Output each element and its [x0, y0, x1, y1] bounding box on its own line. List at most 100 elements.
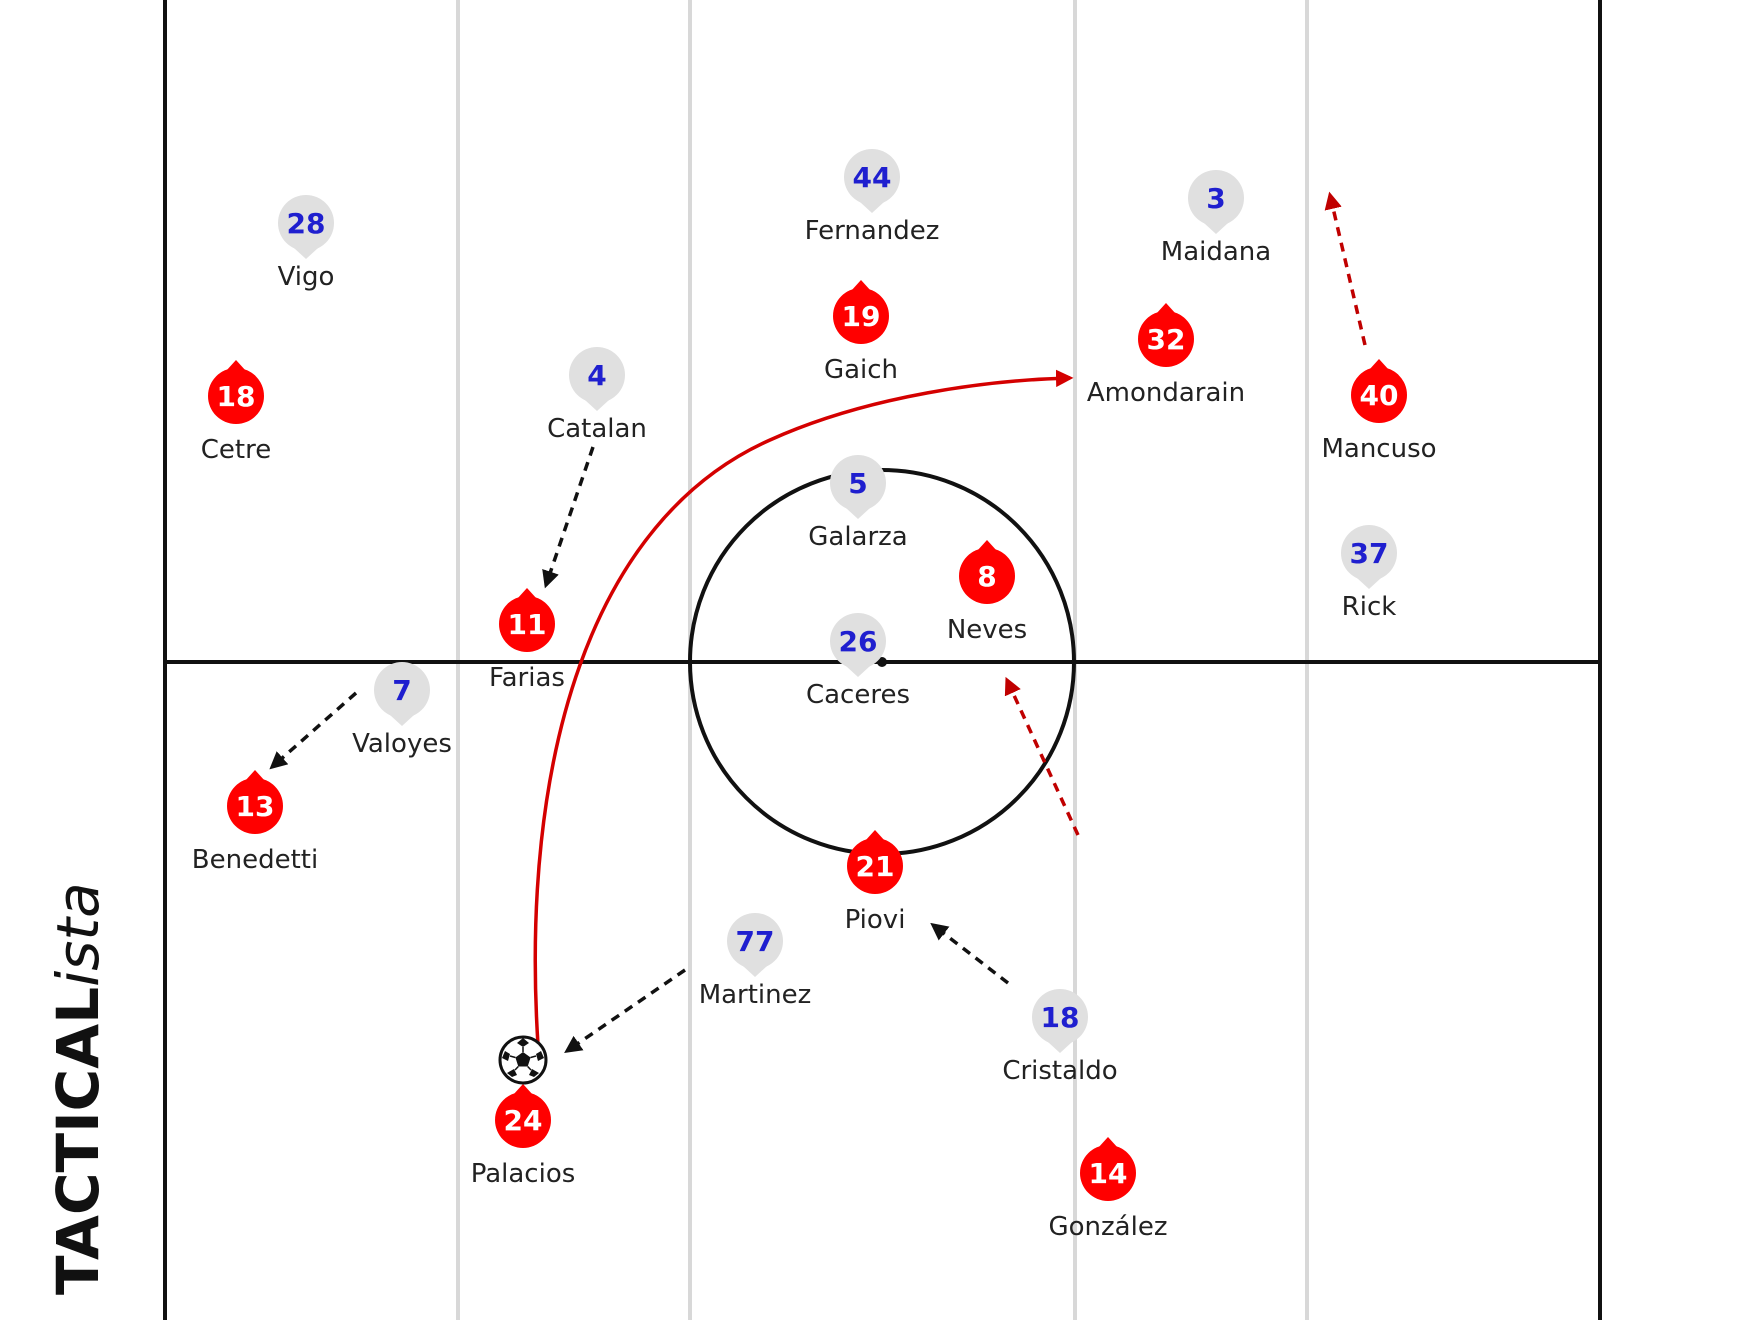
direction-marker-icon — [851, 280, 871, 291]
player-name: Martinez — [699, 980, 812, 1010]
player-name: Cetre — [201, 435, 271, 465]
player-name: Rick — [1342, 592, 1397, 622]
direction-marker-icon — [517, 588, 537, 599]
player-name: Catalan — [547, 414, 647, 444]
player-marker — [833, 288, 889, 344]
player-marker — [227, 778, 283, 834]
player-marker — [1138, 311, 1194, 367]
direction-marker-icon — [585, 400, 609, 411]
player-marker — [569, 347, 625, 403]
player-name: Fernandez — [805, 216, 940, 246]
player-marker — [1341, 525, 1397, 581]
direction-marker-icon — [977, 540, 997, 551]
direction-marker-icon — [860, 202, 884, 213]
player-number: 40 — [1360, 379, 1399, 412]
player-number: 77 — [736, 925, 775, 958]
direction-marker-icon — [294, 248, 318, 259]
brand-primary: TACTICAL — [44, 987, 112, 1295]
run-arrow-mancuso — [1324, 191, 1367, 346]
player-marker — [1351, 367, 1407, 423]
press-arrow-catalan — [542, 446, 595, 589]
run-arrow-midfield — [1004, 676, 1080, 836]
player-name: Gaich — [824, 355, 898, 385]
direction-marker-icon — [1357, 578, 1381, 589]
player-name: Palacios — [471, 1159, 576, 1189]
player-number: 8 — [977, 560, 996, 593]
player-number: 4 — [587, 359, 606, 392]
player-number: 21 — [856, 850, 895, 883]
player-name: Mancuso — [1321, 434, 1436, 464]
direction-marker-icon — [226, 360, 246, 371]
direction-marker-icon — [1369, 359, 1389, 370]
player-name: Caceres — [806, 680, 910, 710]
player-marker — [495, 1092, 551, 1148]
player-number: 11 — [508, 608, 547, 641]
brand-secondary: ista — [44, 882, 112, 987]
player-number: 19 — [842, 300, 881, 333]
direction-marker-icon — [390, 715, 414, 726]
player-name: Vigo — [278, 262, 335, 292]
direction-marker-icon — [245, 770, 265, 781]
player-number: 18 — [1041, 1001, 1080, 1034]
player-name: Cristaldo — [1002, 1056, 1117, 1086]
player-name: Neves — [947, 615, 1027, 645]
direction-marker-icon — [1204, 223, 1228, 234]
player-marker — [374, 662, 430, 718]
player-number: 18 — [217, 380, 256, 413]
player-marker — [727, 913, 783, 969]
player-number: 26 — [839, 625, 878, 658]
brand-watermark: TACTICALista — [44, 882, 112, 1295]
player-marker — [1032, 989, 1088, 1045]
player-marker — [1188, 170, 1244, 226]
player-marker — [959, 548, 1015, 604]
player-marker — [847, 838, 903, 894]
player-number: 14 — [1089, 1157, 1128, 1190]
player-name: Benedetti — [192, 845, 318, 875]
player-name: Valoyes — [352, 729, 452, 759]
direction-marker-icon — [1098, 1137, 1118, 1148]
player-name: González — [1049, 1212, 1168, 1242]
pass-arrow — [533, 369, 1074, 1046]
player-marker — [844, 149, 900, 205]
press-arrow-cristaldo — [930, 922, 1010, 985]
player-marker — [499, 596, 555, 652]
player-number: 24 — [504, 1104, 543, 1137]
press-arrow-martinez — [564, 968, 686, 1053]
player-name: Farias — [489, 663, 565, 693]
direction-marker-icon — [743, 966, 767, 977]
player-marker — [830, 455, 886, 511]
center-spot — [877, 657, 887, 667]
player-number: 44 — [853, 161, 892, 194]
player-number: 32 — [1147, 323, 1186, 356]
player-number: 7 — [392, 674, 411, 707]
player-number: 3 — [1206, 182, 1225, 215]
press-arrow-valoyes — [269, 691, 358, 770]
movement-arrows — [269, 191, 1367, 1053]
player-marker — [830, 613, 886, 669]
direction-marker-icon — [865, 830, 885, 841]
player-marker — [278, 195, 334, 251]
player-name: Piovi — [845, 905, 906, 935]
